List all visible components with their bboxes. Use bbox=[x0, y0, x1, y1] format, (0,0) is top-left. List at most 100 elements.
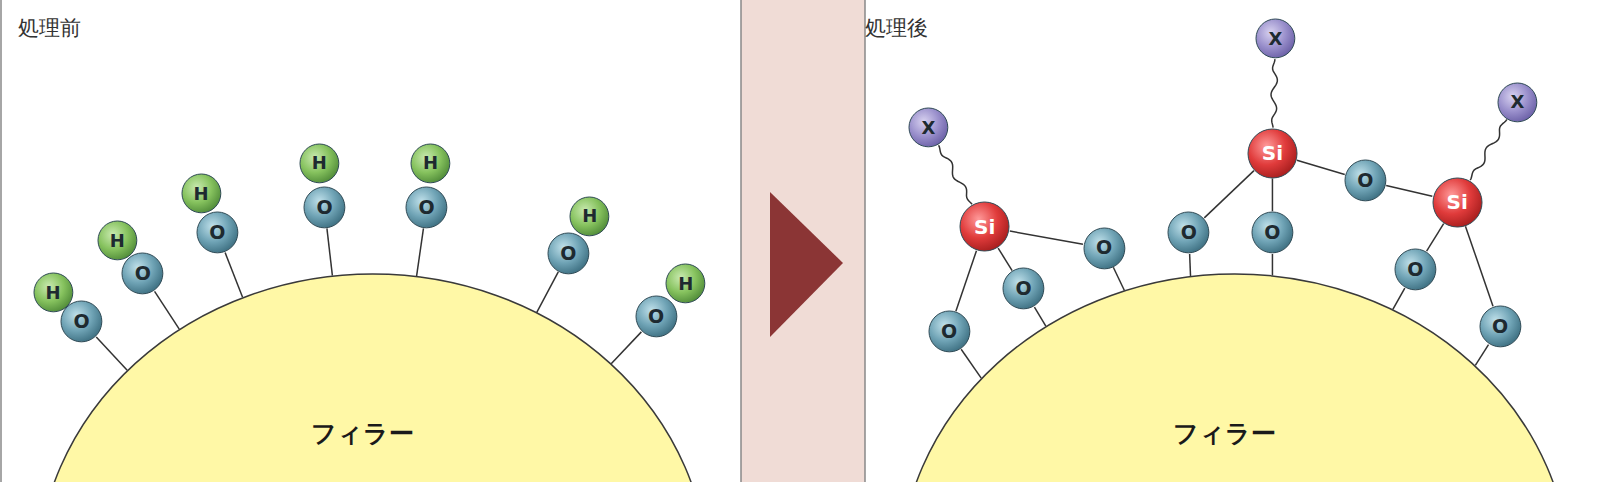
alkyl-chain bbox=[1470, 120, 1507, 181]
atom-ball bbox=[1256, 19, 1295, 58]
atom-symbol: Si bbox=[1432, 177, 1483, 228]
filler-ellipse bbox=[899, 274, 1570, 482]
atom-ball bbox=[570, 197, 609, 236]
alkyl-chain bbox=[939, 145, 972, 204]
atom-ball bbox=[1084, 228, 1125, 269]
bond-line bbox=[1113, 267, 1124, 290]
atom-circle: O bbox=[1083, 227, 1126, 270]
atom-circle: H bbox=[665, 263, 706, 304]
atom-ball bbox=[1480, 306, 1521, 347]
atom-ball bbox=[960, 202, 1009, 251]
atom-ball bbox=[411, 144, 450, 183]
atom-ball bbox=[182, 174, 221, 213]
filler-label: フィラー bbox=[1173, 417, 1276, 450]
atom-circle: O bbox=[60, 300, 103, 343]
atom-symbol: Si bbox=[1247, 128, 1298, 179]
atom-symbol: O bbox=[303, 186, 346, 229]
atom-symbol: Si bbox=[959, 201, 1010, 252]
atom-ball bbox=[1498, 83, 1537, 122]
atom-circle: O bbox=[1251, 211, 1294, 254]
atom-symbol: O bbox=[1344, 159, 1387, 202]
atom-circle: O bbox=[1002, 267, 1045, 310]
atom-circle: H bbox=[181, 173, 222, 214]
bond-line bbox=[327, 228, 332, 275]
atom-symbol: H bbox=[299, 143, 340, 184]
bond-line bbox=[998, 248, 1012, 270]
bond-line bbox=[225, 253, 242, 298]
atom-symbol: X bbox=[1255, 18, 1296, 59]
atom-symbol: X bbox=[1497, 82, 1538, 123]
panel-title: 処理前 bbox=[18, 14, 81, 42]
process-arrow bbox=[770, 192, 843, 337]
bond-line bbox=[1475, 345, 1488, 366]
bond-line bbox=[1427, 224, 1444, 251]
atom-ball bbox=[98, 221, 137, 260]
atom-circle: H bbox=[569, 196, 610, 237]
atom-symbol: O bbox=[1251, 211, 1294, 254]
bond-line bbox=[1010, 231, 1083, 244]
atom-ball bbox=[636, 296, 677, 337]
atom-ball bbox=[1433, 178, 1482, 227]
atom-symbol: H bbox=[410, 143, 451, 184]
atom-circle: O bbox=[196, 211, 239, 254]
atom-ball bbox=[197, 212, 238, 253]
atom-ball bbox=[304, 187, 345, 228]
bond-line bbox=[1465, 226, 1493, 306]
atom-ball bbox=[666, 264, 705, 303]
atom-symbol: H bbox=[665, 263, 706, 304]
atom-symbol: O bbox=[1167, 211, 1210, 254]
divider-band bbox=[741, 0, 865, 482]
atom-ball bbox=[1395, 249, 1436, 290]
atom-ball bbox=[406, 187, 447, 228]
atom-ball bbox=[929, 311, 970, 352]
bond-line bbox=[1272, 179, 1274, 212]
bond-line bbox=[417, 228, 424, 276]
atom-ball bbox=[1252, 212, 1293, 253]
panel-border bbox=[0, 0, 2, 482]
atom-symbol: H bbox=[181, 173, 222, 214]
bond-line bbox=[537, 272, 559, 313]
atom-circle: O bbox=[1479, 305, 1522, 348]
atom-symbol: O bbox=[928, 310, 971, 353]
atom-symbol: O bbox=[60, 300, 103, 343]
atom-ball bbox=[1248, 129, 1297, 178]
atom-circle: X bbox=[1255, 18, 1296, 59]
atom-circle: H bbox=[299, 143, 340, 184]
filler-ellipse bbox=[37, 274, 708, 482]
alkyl-chain bbox=[1271, 59, 1277, 127]
atom-circle: O bbox=[1167, 211, 1210, 254]
bond-line bbox=[956, 251, 977, 312]
filler-particle: フィラー bbox=[898, 273, 1571, 482]
atom-circle: O bbox=[1344, 159, 1387, 202]
bond-line bbox=[155, 291, 180, 329]
atom-ball bbox=[34, 273, 73, 312]
atom-circle: O bbox=[121, 252, 164, 295]
panel-border bbox=[864, 0, 866, 482]
bond-line bbox=[961, 349, 981, 378]
atom-symbol: O bbox=[1002, 267, 1045, 310]
atom-ball bbox=[1168, 212, 1209, 253]
bond-line bbox=[1204, 171, 1254, 218]
bond-line bbox=[1393, 288, 1405, 309]
atom-circle: O bbox=[928, 310, 971, 353]
atom-symbol: O bbox=[547, 232, 590, 275]
atom-symbol: O bbox=[405, 186, 448, 229]
filler-label: フィラー bbox=[311, 417, 414, 450]
bond-line bbox=[1272, 254, 1274, 275]
atom-circle: O bbox=[303, 186, 346, 229]
atom-circle: X bbox=[908, 107, 949, 148]
atom-circle: H bbox=[410, 143, 451, 184]
filler-particle: フィラー bbox=[36, 273, 709, 482]
atom-symbol: H bbox=[97, 220, 138, 261]
atom-symbol: H bbox=[569, 196, 610, 237]
bond-line bbox=[611, 332, 641, 364]
bond-line bbox=[1189, 254, 1191, 276]
atom-circle: Si bbox=[959, 201, 1010, 252]
filler-outline bbox=[898, 273, 1571, 482]
atom-ball bbox=[548, 233, 589, 274]
atom-symbol: O bbox=[196, 211, 239, 254]
atom-circle: O bbox=[635, 295, 678, 338]
filler-outline bbox=[36, 273, 709, 482]
atom-circle: Si bbox=[1432, 177, 1483, 228]
panel-border bbox=[740, 0, 742, 482]
